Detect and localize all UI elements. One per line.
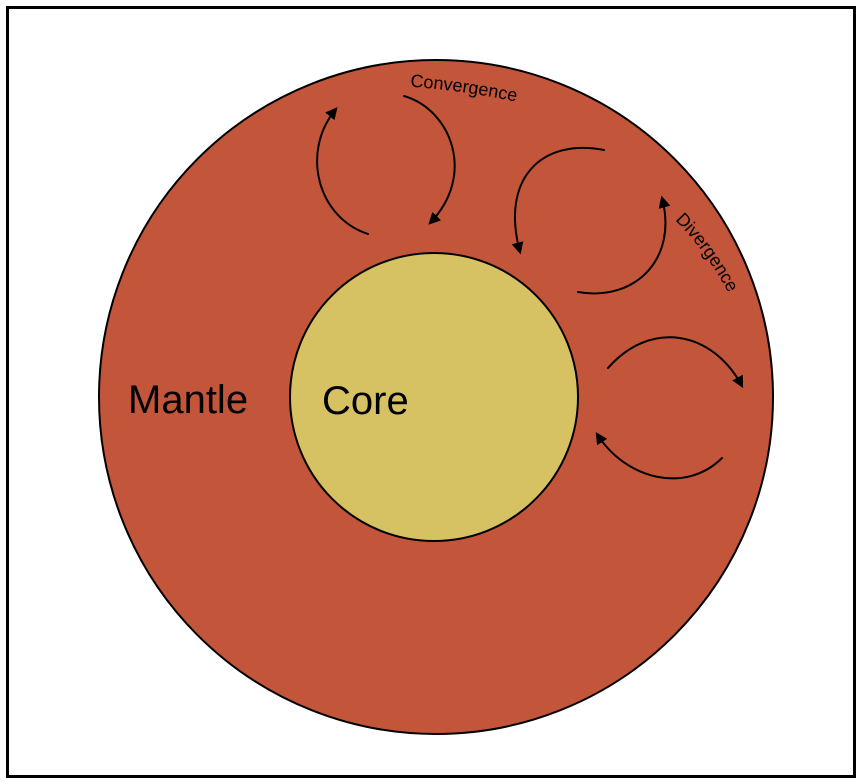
core-label: Core (322, 379, 409, 423)
convection-arrow (595, 431, 723, 480)
convection-arrows (316, 95, 744, 480)
convection-arrow (577, 195, 671, 295)
core-layer (289, 252, 579, 542)
convection-arrow (316, 107, 369, 235)
convection-arrow (607, 336, 744, 389)
convection-arrow (511, 146, 605, 255)
mantle-label: Mantle (128, 378, 248, 422)
convection-arrow (403, 95, 456, 225)
